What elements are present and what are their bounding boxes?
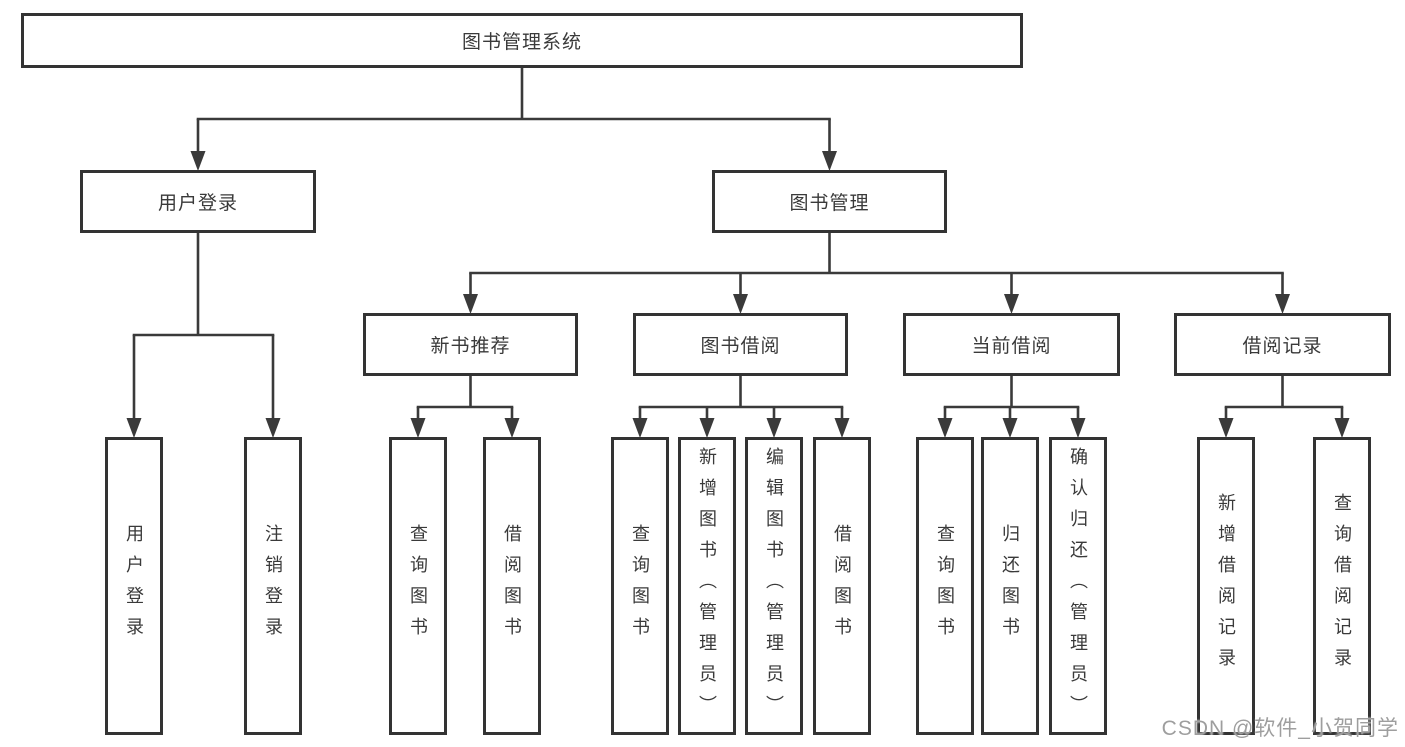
node-new-book-rec: 新书推荐 [363,313,578,376]
node-leaf-bb-edit: 编辑图书（管理员） [745,437,803,735]
watermark-text: CSDN @软件_小贺同学 [1161,717,1399,740]
node-user-login-label: 用户登录 [157,193,238,214]
node-leaf-cb-confirm: 确认归还（管理员） [1049,437,1107,735]
node-current-borrow: 当前借阅 [903,313,1120,376]
node-book-mgmt: 图书管理 [712,170,947,233]
arrowhead-down-icon [1275,294,1290,314]
arrowhead-down-icon [822,151,837,171]
node-leaf-nbr-query-label: 查询图书 [408,524,428,648]
node-root: 图书管理系统 [21,13,1023,68]
node-leaf-cb-confirm-label: 确认归还（管理员） [1068,446,1088,726]
node-leaf-bb-query: 查询图书 [611,437,669,735]
node-leaf-bb-borrow-label: 借阅图书 [832,524,852,648]
arrowhead-down-icon [834,418,850,438]
node-book-mgmt-label: 图书管理 [789,193,870,214]
node-leaf-logout-label: 注销登录 [263,524,283,648]
arrowhead-down-icon [410,418,426,438]
arrowhead-down-icon [190,151,206,171]
arrowhead-down-icon [632,418,648,438]
arrowhead-down-icon [463,294,478,314]
node-leaf-cb-query: 查询图书 [916,437,974,735]
node-book-borrow-label: 图书借阅 [700,336,781,357]
node-leaf-br-add-label: 新增借阅记录 [1216,493,1236,679]
node-borrow-record: 借阅记录 [1174,313,1391,376]
node-leaf-br-query: 查询借阅记录 [1313,437,1371,735]
node-leaf-cb-return-label: 归还图书 [1000,524,1020,648]
arrowhead-down-icon [1004,294,1019,314]
node-leaf-bb-edit-label: 编辑图书（管理员） [764,446,784,726]
node-leaf-cb-return: 归还图书 [981,437,1039,735]
node-book-borrow: 图书借阅 [633,313,848,376]
node-borrow-record-label: 借阅记录 [1242,336,1323,357]
node-leaf-logout: 注销登录 [244,437,302,735]
arrowhead-down-icon [1218,418,1234,438]
node-leaf-bb-add: 新增图书（管理员） [678,437,736,735]
arrowhead-down-icon [1334,418,1350,438]
node-leaf-bb-borrow: 借阅图书 [813,437,871,735]
arrowhead-down-icon [766,418,782,438]
node-leaf-user-login-label: 用户登录 [124,524,144,648]
arrowhead-down-icon [937,418,953,438]
arrowhead-down-icon [1070,418,1086,438]
arrowhead-down-icon [699,418,715,438]
node-leaf-bb-add-label: 新增图书（管理员） [697,446,717,726]
arrowhead-down-icon [1002,418,1018,438]
node-user-login: 用户登录 [80,170,316,233]
arrowhead-down-icon [265,418,281,438]
arrowhead-down-icon [733,294,748,314]
node-new-book-rec-label: 新书推荐 [430,336,511,357]
node-leaf-nbr-borrow-label: 借阅图书 [502,524,522,648]
arrowhead-down-icon [504,418,520,438]
arrowhead-down-icon [126,418,142,438]
node-leaf-br-query-label: 查询借阅记录 [1332,493,1352,679]
node-current-borrow-label: 当前借阅 [971,336,1052,357]
node-leaf-nbr-borrow: 借阅图书 [483,437,541,735]
node-leaf-nbr-query: 查询图书 [389,437,447,735]
node-leaf-br-add: 新增借阅记录 [1197,437,1255,735]
node-leaf-bb-query-label: 查询图书 [630,524,650,648]
node-root-label: 图书管理系统 [461,32,582,53]
node-leaf-user-login: 用户登录 [105,437,163,735]
node-leaf-cb-query-label: 查询图书 [935,524,955,648]
